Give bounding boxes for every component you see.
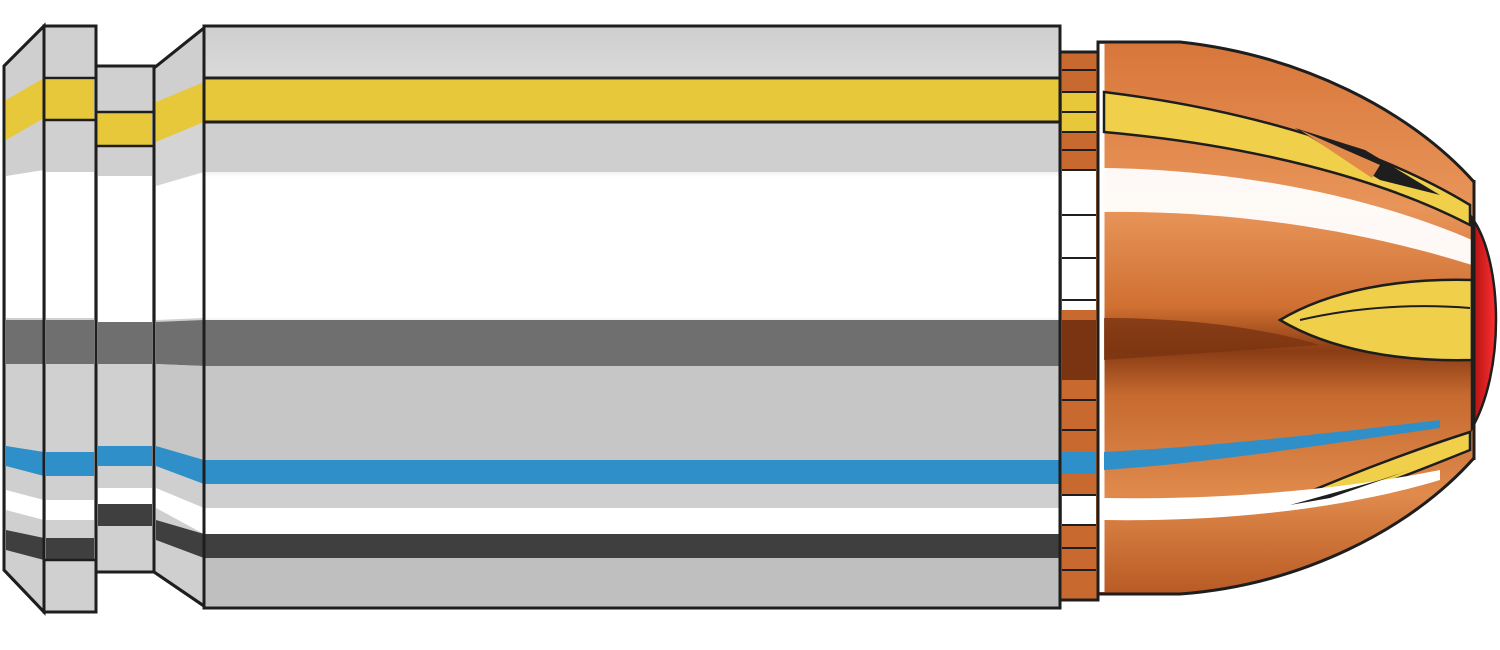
case-darkest-band: [205, 534, 1059, 558]
case-body: [202, 24, 1062, 610]
bullet-base-grooves: [1056, 50, 1100, 602]
bullet-tip: [1470, 214, 1498, 433]
case-dark-band: [205, 320, 1059, 366]
bullet-blue-band: [1104, 420, 1440, 470]
case-shoulder-bevel: [152, 24, 206, 609]
upper-skive: [1102, 90, 1472, 228]
case-rim: [2, 22, 98, 616]
extractor-groove: [94, 64, 156, 574]
case-gold-band: [205, 80, 1059, 122]
bullet: [1056, 40, 1498, 602]
case-blue-band: [205, 460, 1059, 484]
